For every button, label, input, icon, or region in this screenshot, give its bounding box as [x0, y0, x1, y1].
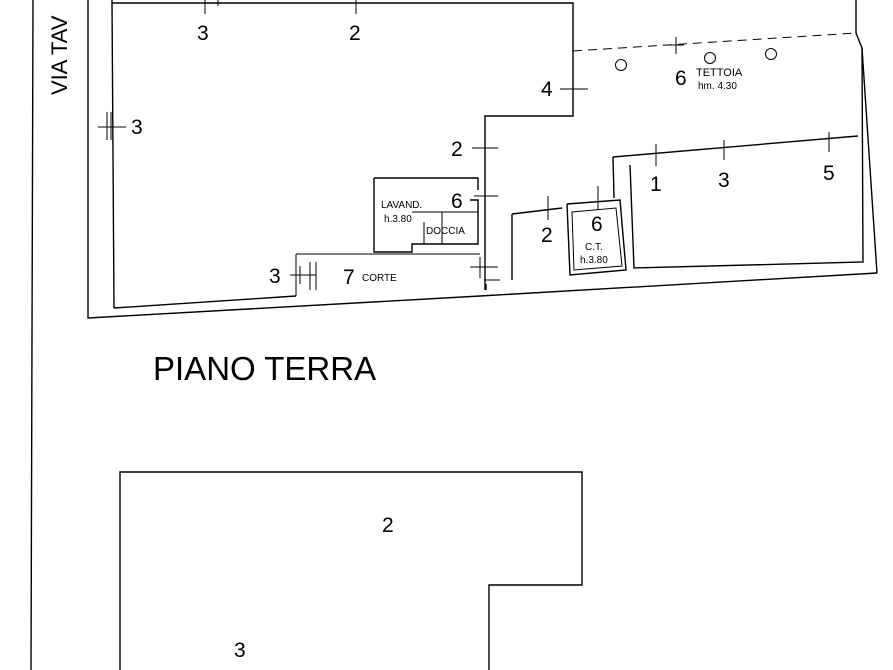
- column-circle: [615, 59, 627, 71]
- laundry-outline: [373, 177, 479, 253]
- corte-label: CORTE: [362, 273, 397, 284]
- street-label: VIA TAV: [47, 15, 72, 95]
- dimension-ticks: [98, 0, 830, 284]
- wall-marker: 5: [823, 162, 835, 185]
- wall-marker: 3: [234, 639, 246, 662]
- ground-floor-plan: 3 2 3 4 2 6 3 7 2 6 1 3 5 6 TETTOIA hm. …: [87, 0, 878, 319]
- wall-marker: 2: [382, 514, 394, 537]
- wall-marker: 3: [718, 169, 730, 192]
- centrale-termica-height: h.3.80: [580, 255, 608, 266]
- right-block-outline: [612, 0, 864, 269]
- street-boundary-line: [30, 0, 34, 670]
- second-plan-outline: [119, 471, 583, 670]
- service-rooms-outline: [485, 199, 627, 290]
- west-wall: [111, 2, 115, 309]
- wall-marker: 2: [451, 138, 463, 161]
- ct-inner-outline: [571, 207, 623, 271]
- wall-marker: 1: [650, 173, 662, 196]
- main-building-outline: [111, 0, 574, 290]
- wall-marker: 3: [131, 116, 143, 139]
- second-floor-plan: 2 3: [119, 471, 583, 670]
- shower-outline: [412, 211, 478, 244]
- wall-marker: 7: [343, 266, 355, 289]
- wall-marker: 2: [349, 22, 361, 45]
- floor-title: PIANO TERRA: [153, 350, 376, 387]
- lavanderia-height: h.3.80: [384, 214, 412, 225]
- doccia-label: DOCCIA: [426, 226, 465, 237]
- wall-marker: 6: [675, 67, 687, 90]
- wall-marker: 6: [591, 213, 603, 236]
- site-east-boundary: [861, 47, 878, 274]
- south-front-wall: [87, 0, 878, 319]
- column-circle: [765, 48, 777, 60]
- wall-marker: 2: [541, 224, 553, 247]
- south-inner-wall: [113, 295, 297, 309]
- lavanderia-label: LAVAND.: [381, 200, 422, 211]
- tettoia-dashed-edge: [572, 32, 857, 52]
- tettoia-label: TETTOIA: [696, 67, 743, 79]
- column-circle: [704, 52, 716, 64]
- centrale-termica-label: C.T.: [585, 242, 603, 253]
- wall-marker: 4: [541, 78, 553, 101]
- wall-marker: 3: [269, 265, 281, 288]
- wall-marker: 3: [197, 22, 209, 45]
- wall-marker: 6: [451, 190, 463, 213]
- tettoia-height: hm. 4.30: [698, 81, 737, 92]
